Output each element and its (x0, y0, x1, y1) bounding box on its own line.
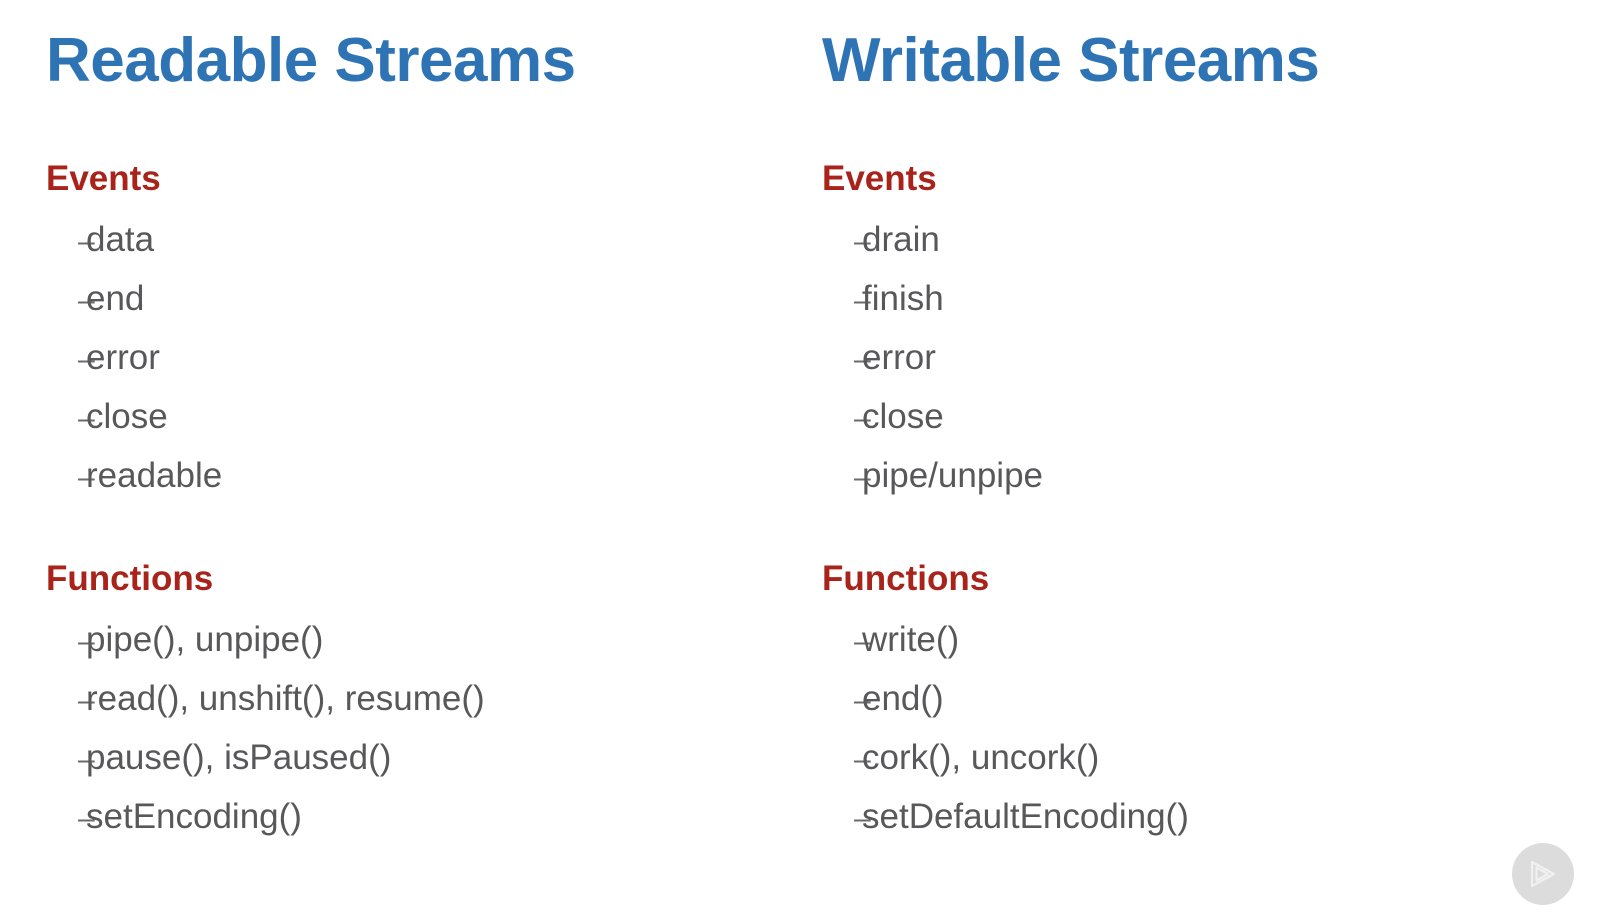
list-item: – write() (822, 622, 1600, 657)
list-item: – error (46, 340, 808, 375)
list-item: – data (46, 222, 808, 257)
list-item-label: drain (862, 220, 940, 259)
dash-bullet-icon: – (78, 625, 95, 658)
section-heading-functions: Functions (822, 559, 990, 598)
list-item-label: end (86, 279, 145, 318)
section-heading-events: Events (822, 159, 937, 198)
list-item-label: data (86, 220, 155, 259)
dash-bullet-icon: – (78, 402, 95, 435)
dash-bullet-icon: – (78, 461, 95, 494)
list-readable-functions: – pipe(), unpipe() – read(), unshift(), … (46, 622, 808, 834)
section-writable-functions: Functions – write() – end() – cork(), un… (822, 561, 1600, 834)
list-item: – pause(), isPaused() (46, 740, 808, 775)
list-item-label: finish (862, 279, 944, 318)
list-writable-events: – drain – finish – error – close (822, 222, 1600, 493)
list-item: – read(), unshift(), resume() (46, 681, 808, 716)
dash-bullet-icon: – (854, 684, 871, 717)
list-readable-events: – data – end – error – close (46, 222, 808, 493)
list-item-label: pipe(), unpipe() (86, 620, 324, 659)
list-item: – finish (822, 281, 1600, 316)
list-item: – end() (822, 681, 1600, 716)
list-item-label: read(), unshift(), resume() (86, 679, 485, 718)
dash-bullet-icon: – (854, 343, 871, 376)
dash-bullet-icon: – (854, 625, 871, 658)
list-item: – readable (46, 458, 808, 493)
list-item-label: write() (862, 620, 960, 659)
list-item: – close (46, 399, 808, 434)
dash-bullet-icon: – (78, 284, 95, 317)
dash-bullet-icon: – (78, 743, 95, 776)
list-item: – cork(), uncork() (822, 740, 1600, 775)
section-writable-events: Events – drain – finish – error (822, 161, 1600, 493)
list-item: – pipe(), unpipe() (46, 622, 808, 657)
dash-bullet-icon: – (78, 225, 95, 258)
section-heading-functions: Functions (46, 559, 214, 598)
list-item-label: pipe/unpipe (862, 456, 1043, 495)
dash-bullet-icon: – (78, 343, 95, 376)
page-title-readable-streams: Readable Streams (46, 26, 576, 95)
dash-bullet-icon: – (78, 684, 95, 717)
dash-bullet-icon: – (854, 225, 871, 258)
list-item: – setDefaultEncoding() (822, 799, 1600, 834)
list-item-label: error (86, 338, 160, 377)
list-item-label: setEncoding() (86, 797, 302, 836)
list-item-label: cork(), uncork() (862, 738, 1100, 777)
list-item-label: error (862, 338, 936, 377)
list-item-label: setDefaultEncoding() (862, 797, 1189, 836)
list-item: – error (822, 340, 1600, 375)
section-readable-functions: Functions – pipe(), unpipe() – read(), u… (46, 561, 808, 834)
dash-bullet-icon: – (854, 461, 871, 494)
dash-bullet-icon: – (854, 402, 871, 435)
dash-bullet-icon: – (854, 743, 871, 776)
section-readable-events: Events – data – end – error – (46, 161, 808, 493)
section-heading-events: Events (46, 159, 161, 198)
list-item-label: close (862, 397, 944, 436)
column-writable-streams: Writable Streams Events – drain – finish… (808, 0, 1600, 919)
page-title-writable-streams: Writable Streams (822, 26, 1320, 95)
list-item-label: pause(), isPaused() (86, 738, 392, 777)
list-item-label: end() (862, 679, 944, 718)
list-writable-functions: – write() – end() – cork(), uncork() – s… (822, 622, 1600, 834)
dash-bullet-icon: – (78, 802, 95, 835)
dash-bullet-icon: – (854, 284, 871, 317)
list-item: – setEncoding() (46, 799, 808, 834)
play-forward-icon (1512, 843, 1574, 905)
list-item: – end (46, 281, 808, 316)
list-item-label: close (86, 397, 168, 436)
column-readable-streams: Readable Streams Events – data – end – e… (46, 26, 808, 835)
list-item: – close (822, 399, 1600, 434)
list-item-label: readable (86, 456, 223, 495)
list-item: – drain (822, 222, 1600, 257)
list-item: – pipe/unpipe (822, 458, 1600, 493)
dash-bullet-icon: – (854, 802, 871, 835)
